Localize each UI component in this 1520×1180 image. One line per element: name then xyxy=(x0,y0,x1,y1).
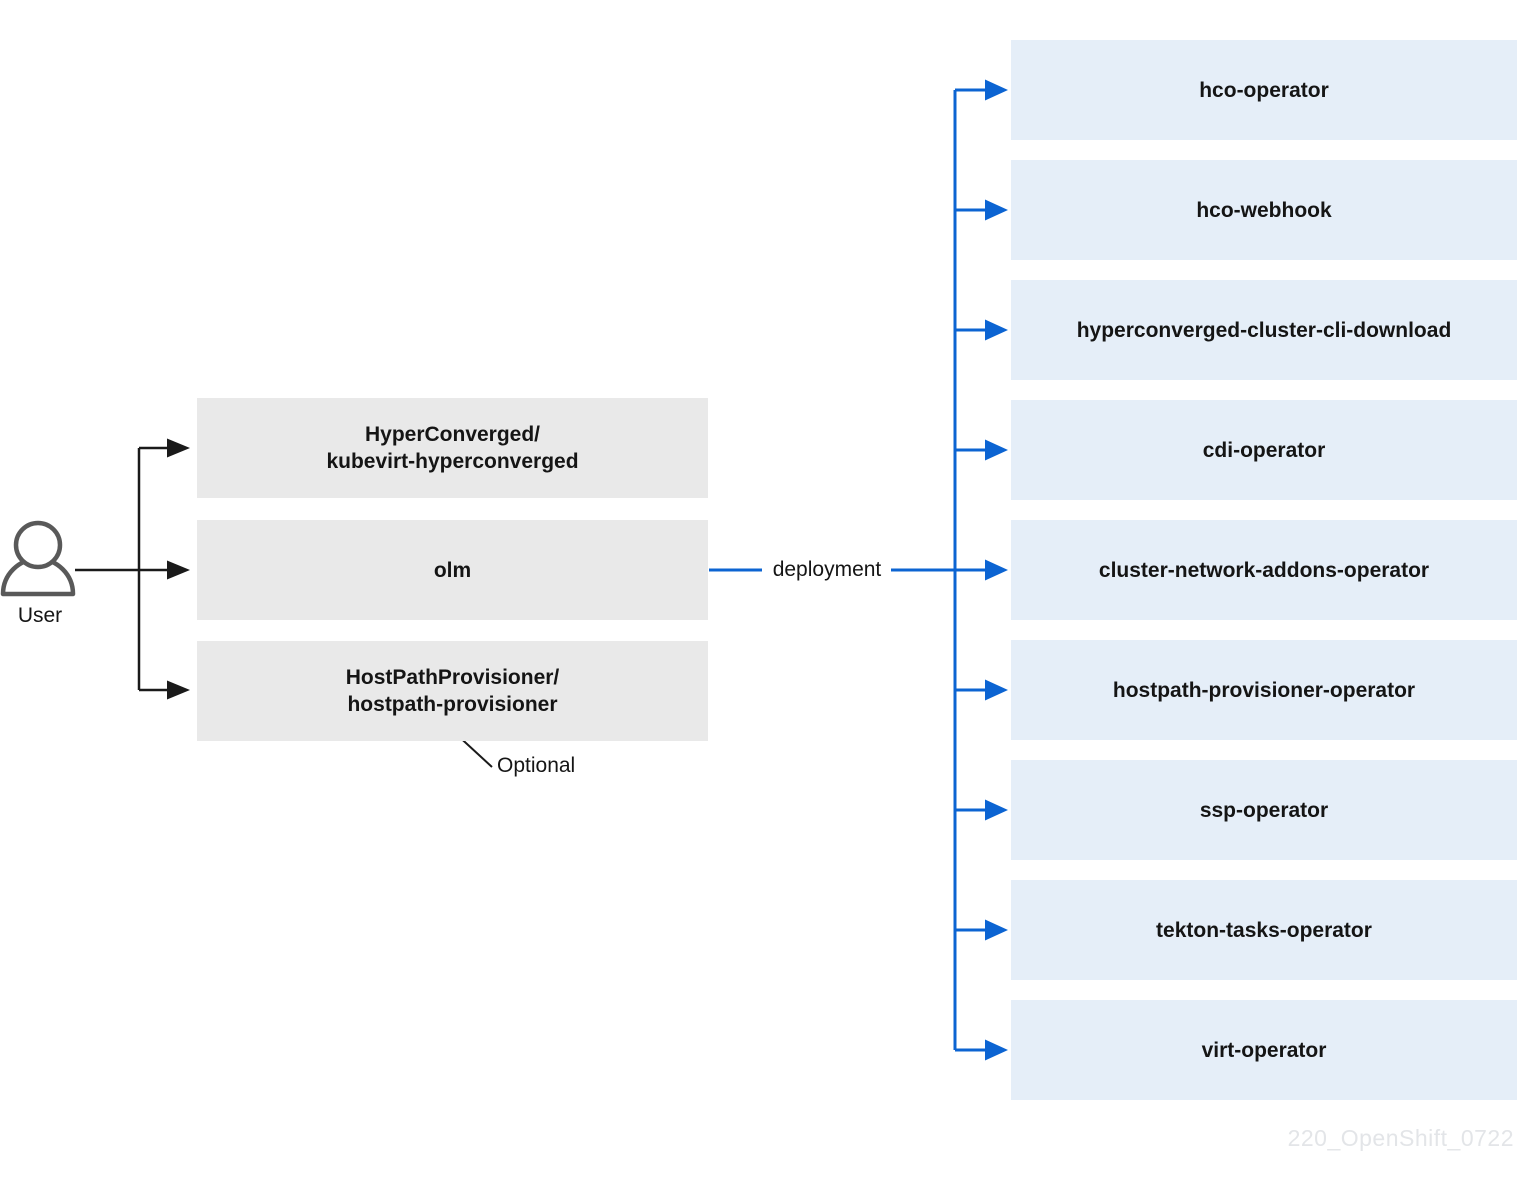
user-icon xyxy=(0,520,76,597)
optional-label: Optional xyxy=(497,754,576,777)
watermark-text: 220_OpenShift_0722 xyxy=(1287,1125,1514,1151)
operator-trunk-connector xyxy=(953,88,988,1052)
box-virt-operator: virt-operator xyxy=(1011,1000,1517,1100)
box-hyperconverged-cluster-cli-download: hyperconverged-cluster-cli-download xyxy=(1011,280,1517,380)
box-ssp-operator: ssp-operator xyxy=(1011,760,1517,860)
box-hostpath-provisioner-operator: hostpath-provisioner-operator xyxy=(1011,640,1517,740)
user-label: User xyxy=(17,604,63,627)
box-tekton-tasks-operator: tekton-tasks-operator xyxy=(1011,880,1517,980)
box-cluster-network-addons-operator: cluster-network-addons-operator xyxy=(1011,520,1517,620)
deployment-label: deployment xyxy=(772,558,882,581)
box-hyperconverged: HyperConverged/ kubevirt-hyperconverged xyxy=(197,398,708,498)
box-cdi-operator: cdi-operator xyxy=(1011,400,1517,500)
operator-trunk-arrowheads xyxy=(985,79,1008,1061)
user-branch-arrowheads xyxy=(167,438,190,700)
box-hco-operator: hco-operator xyxy=(1011,40,1517,140)
box-hostpathprovisioner: HostPathProvisioner/ hostpath-provisione… xyxy=(197,641,708,741)
user-branch-connector xyxy=(75,446,170,692)
box-olm: olm xyxy=(197,520,708,620)
box-hco-webhook: hco-webhook xyxy=(1011,160,1517,260)
